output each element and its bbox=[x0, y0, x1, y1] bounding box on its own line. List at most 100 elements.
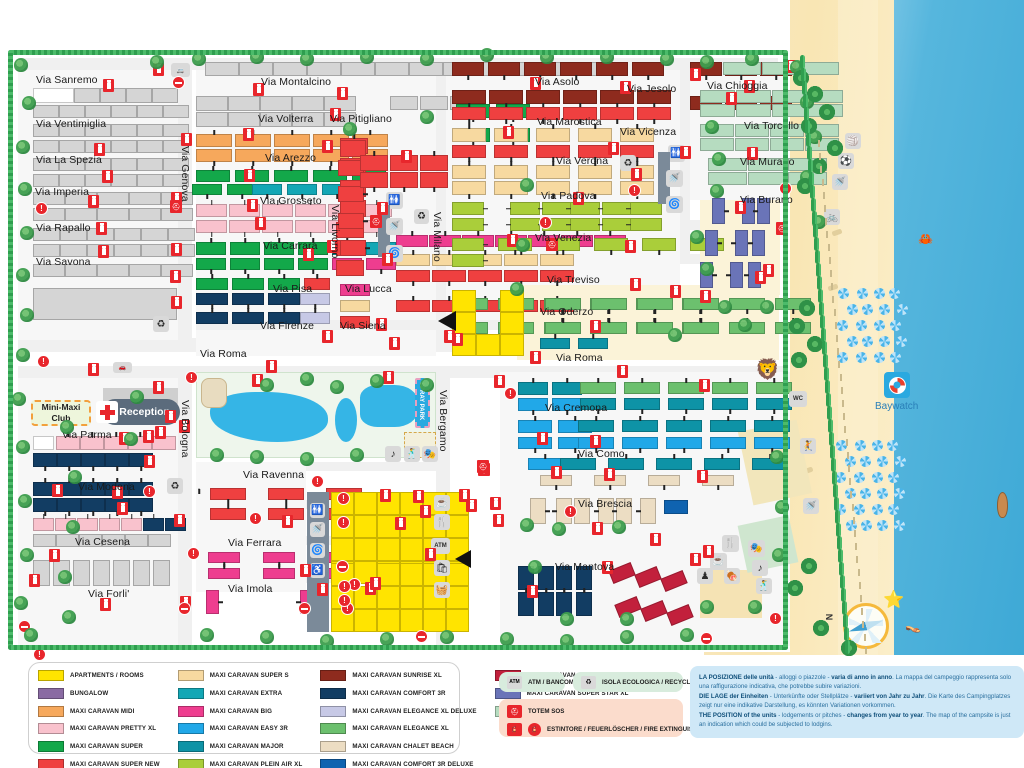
beach-parasol bbox=[856, 320, 868, 331]
tree-icon bbox=[380, 632, 394, 646]
hedge-diagonal bbox=[845, 640, 850, 654]
music-icon-south: ♪ bbox=[752, 560, 768, 576]
unit bbox=[710, 420, 746, 432]
street-label: Via Brescia bbox=[578, 498, 633, 510]
beach-path-dash bbox=[824, 205, 826, 212]
hedge-diagonal bbox=[814, 237, 819, 251]
beach-path-dash bbox=[842, 400, 844, 407]
unit bbox=[141, 244, 168, 257]
hedge-diagonal bbox=[827, 406, 832, 420]
fire-extinguisher-marker bbox=[100, 598, 111, 611]
unit bbox=[452, 62, 484, 76]
fire-extinguisher-marker bbox=[690, 68, 701, 81]
recycling-icon-southwest: ♻ bbox=[167, 478, 183, 494]
beach-path-dash bbox=[826, 231, 829, 238]
unit bbox=[666, 420, 702, 432]
unit bbox=[113, 560, 130, 586]
palm-tree-icon bbox=[786, 580, 804, 598]
unit bbox=[530, 498, 546, 524]
fire-extinguisher-marker bbox=[744, 80, 755, 93]
fire-extinguisher-marker bbox=[503, 126, 514, 139]
hedge-diagonal bbox=[804, 107, 809, 121]
beach-parasol bbox=[860, 520, 872, 531]
unit bbox=[712, 198, 725, 224]
beach-parasol bbox=[894, 488, 906, 499]
no-entry-marker bbox=[700, 632, 713, 645]
unit bbox=[754, 437, 790, 449]
street-label: Via Ventimiglia bbox=[36, 118, 107, 130]
unit bbox=[137, 140, 163, 153]
apartment-cell bbox=[400, 609, 423, 632]
fire-extinguisher-marker bbox=[317, 583, 328, 596]
recycling-legend-icon: ♻ bbox=[581, 675, 596, 689]
hydrant-marker: ! bbox=[337, 492, 350, 505]
unit bbox=[133, 560, 150, 586]
fire-extinguisher-marker bbox=[300, 564, 311, 577]
unit bbox=[360, 172, 388, 188]
street-label: Via Cremona bbox=[545, 402, 608, 414]
extinguisher-legend-icon: 🧯 bbox=[507, 723, 522, 736]
beach-path-dash bbox=[860, 595, 862, 602]
kids-club-line1: Mini-Maxi bbox=[41, 402, 81, 413]
beach-parasol bbox=[836, 440, 847, 451]
fire-extinguisher-marker bbox=[699, 379, 710, 392]
beach-path-dash bbox=[850, 491, 853, 498]
unit bbox=[624, 382, 660, 394]
beach-path-dash bbox=[845, 439, 848, 446]
beach-path-dash bbox=[833, 309, 836, 316]
hedge-diagonal bbox=[832, 471, 837, 485]
sanitary-building-east bbox=[658, 152, 670, 204]
no-entry-marker bbox=[178, 602, 191, 615]
notice-it-rest: . La mappa del campeggio rappresenta sol… bbox=[699, 674, 1012, 691]
dance-icon-south: 🕺 bbox=[756, 578, 772, 594]
tree-icon bbox=[16, 268, 30, 282]
unit bbox=[196, 112, 228, 127]
fire-extinguisher-marker bbox=[174, 514, 185, 527]
tree-icon bbox=[620, 630, 634, 644]
unit bbox=[295, 220, 326, 233]
apartment-cell bbox=[500, 312, 524, 334]
legend-notice: LA POSIZIONE delle unità - alloggi o pia… bbox=[690, 666, 1024, 738]
unit bbox=[111, 105, 137, 118]
beach-path-dash bbox=[834, 322, 837, 329]
unit bbox=[536, 128, 570, 142]
fire-extinguisher-marker bbox=[244, 169, 255, 182]
tree-icon bbox=[60, 420, 74, 434]
tree-icon bbox=[710, 184, 724, 198]
plot-background bbox=[18, 596, 178, 646]
fire-extinguisher-marker bbox=[620, 81, 631, 94]
unit bbox=[97, 208, 129, 221]
unit bbox=[143, 518, 164, 531]
palm-tree-icon bbox=[788, 318, 806, 336]
fire-extinguisher-marker bbox=[179, 420, 190, 433]
palm-tree-icon bbox=[826, 140, 844, 158]
disabled-icon: ♿ bbox=[310, 563, 325, 578]
unit bbox=[137, 158, 163, 171]
fire-extinguisher-marker bbox=[735, 201, 746, 214]
tree-icon bbox=[500, 632, 514, 646]
unit bbox=[274, 134, 310, 147]
beach-parasol bbox=[844, 456, 856, 467]
lion-mascot-icon: 🦁 bbox=[755, 359, 780, 381]
street-label: Via Carrara bbox=[263, 240, 318, 252]
unit bbox=[540, 270, 574, 282]
street-label: Via Marostica bbox=[537, 116, 602, 128]
unit bbox=[432, 270, 466, 282]
unit bbox=[578, 128, 612, 142]
fire-extinguisher-marker bbox=[102, 170, 113, 183]
unit bbox=[754, 420, 790, 432]
fire-extinguisher-marker bbox=[630, 278, 641, 291]
palm-tree-icon bbox=[806, 86, 824, 104]
legend-item: BUNGALOW bbox=[38, 687, 160, 699]
tree-icon bbox=[748, 600, 762, 614]
unit bbox=[97, 192, 129, 205]
palm-tree-icon bbox=[818, 104, 836, 122]
legend-label: MAXI CARAVAN MIDI bbox=[70, 707, 135, 715]
unit bbox=[79, 534, 102, 547]
street-label: Via Parma bbox=[62, 429, 112, 441]
beach-parasol bbox=[845, 520, 857, 531]
unit bbox=[452, 145, 486, 158]
beach-path-dash bbox=[846, 452, 849, 459]
street-label: Via Roma bbox=[200, 348, 247, 360]
